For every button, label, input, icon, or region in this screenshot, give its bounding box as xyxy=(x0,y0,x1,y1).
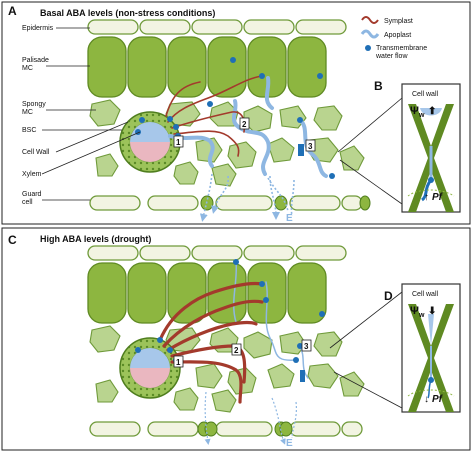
label-spongy-1: Spongy xyxy=(22,101,46,108)
label-guard-2: cell xyxy=(22,199,33,206)
panel-b: B Cell wall Ψ w ⬆ ↑ Pf xyxy=(337,79,461,213)
legend-apoplast: Apoplast xyxy=(384,32,411,39)
path-number-1: 1 xyxy=(176,138,181,147)
legend-transmembrane-1: Transmembrane xyxy=(376,45,427,52)
panel-d-pf-arrow: ↓ xyxy=(424,394,429,405)
label-palisade-1: Palisade xyxy=(22,57,49,64)
panel-b-psi-arrow: ⬆ xyxy=(428,106,436,117)
panel-c-title: High ABA levels (drought) xyxy=(40,234,151,244)
panel-d-psi-sub: w xyxy=(418,312,425,319)
panel-d: D Cell wall Ψ w ⬇ ↓ Pf xyxy=(329,283,461,413)
panel-d-letter: D xyxy=(384,289,393,303)
label-epidermis: Epidermis xyxy=(22,25,54,32)
label-guard-1: Guard xyxy=(22,191,42,198)
panel-d-psi-arrow: ⬇ xyxy=(428,306,436,317)
symplast-paths-drought xyxy=(158,281,264,404)
panel-b-letter: B xyxy=(374,79,383,93)
panel-c-e-label: E xyxy=(286,438,293,449)
panel-a-e-label: E xyxy=(286,213,293,224)
legend-transmembrane-2: water flow xyxy=(375,53,408,60)
panel-a-labels: Epidermis Palisade MC Spongy MC BSC Cell… xyxy=(22,25,141,206)
panel-a-title: Basal ABA levels (non-stress conditions) xyxy=(40,8,215,18)
panel-d-pf: Pf xyxy=(432,394,444,405)
legend-symplast: Symplast xyxy=(384,18,413,25)
symplast-paths xyxy=(165,75,263,157)
panel-b-psi: Ψ xyxy=(410,105,419,117)
path-number-3: 3 xyxy=(308,142,313,151)
transpiration-arrows xyxy=(199,173,295,222)
panel-c: C High ABA levels (drought) xyxy=(1,227,471,451)
path-number-c3: 3 xyxy=(304,342,309,351)
apoplast-paths xyxy=(168,76,328,178)
path-number-c2: 2 xyxy=(234,346,239,355)
label-cell-wall: Cell Wall xyxy=(22,149,50,156)
label-palisade-2: MC xyxy=(22,65,33,72)
panel-b-psi-sub: w xyxy=(418,112,425,119)
panel-a-path-numbers: 1 2 3 xyxy=(173,117,316,152)
panel-b-pf-arrow: ↑ xyxy=(424,192,429,203)
label-xylem: Xylem xyxy=(22,171,42,178)
panel-c-letter: C xyxy=(8,233,17,247)
label-spongy-2: MC xyxy=(22,109,33,116)
panel-d-cell-wall: Cell wall xyxy=(412,291,439,298)
panel-c-path-numbers: 1 2 3 xyxy=(173,339,312,368)
panel-a: A Basal ABA levels (non-stress condition… xyxy=(1,1,471,225)
legend: Symplast Apoplast Transmembrane water fl… xyxy=(360,16,427,60)
panel-a-letter: A xyxy=(8,4,17,18)
guard-cells-closed xyxy=(197,421,293,437)
transpiration-arrows-drought xyxy=(204,391,298,445)
transmembrane-dots xyxy=(135,57,335,179)
panel-d-psi: Ψ xyxy=(410,305,419,317)
panel-b-cell-wall: Cell wall xyxy=(412,91,439,98)
aquaporin-marker-drought xyxy=(300,370,305,382)
path-number-2: 2 xyxy=(242,120,247,129)
path-number-c1: 1 xyxy=(176,358,181,367)
panel-b-pf: Pf xyxy=(432,192,444,203)
label-bsc: BSC xyxy=(22,127,36,134)
aquaporin-marker xyxy=(298,144,304,156)
